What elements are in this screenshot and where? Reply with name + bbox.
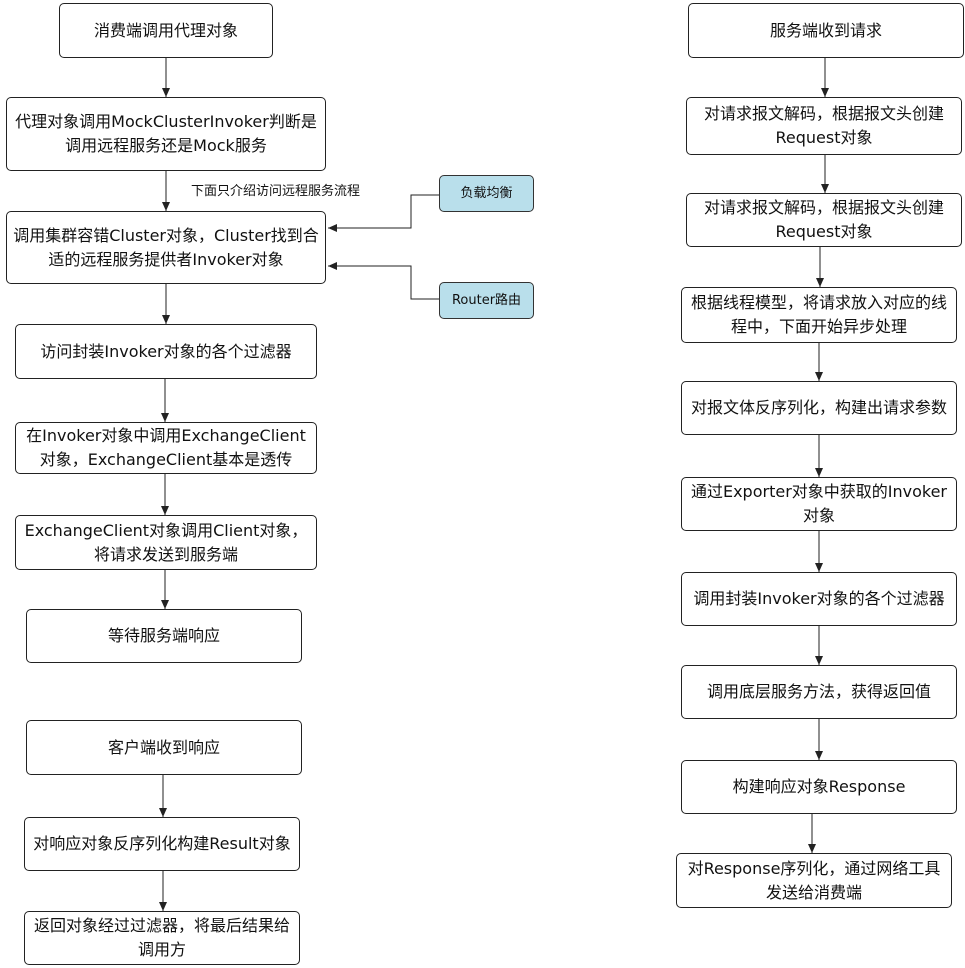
node-wait-server-response: 等待服务端响应 <box>26 609 302 663</box>
node-server-invoker-filters: 调用封装Invoker对象的各个过滤器 <box>681 572 957 626</box>
node-serialize-response-send: 对Response序列化，通过网络工具发送给消费端 <box>676 853 952 908</box>
edge-note-load-balance <box>328 194 439 232</box>
note-load-balance: 负载均衡 <box>439 175 534 212</box>
node-exchange-client-passthrough: 在Invoker对象中调用ExchangeClient对象，ExchangeCl… <box>15 422 317 474</box>
note-router: Router路由 <box>439 282 534 319</box>
edge-note-router <box>328 262 439 300</box>
node-invoke-service-method: 调用底层服务方法，获得返回值 <box>681 665 957 719</box>
node-cluster-fault-tolerance: 调用集群容错Cluster对象，Cluster找到合适的远程服务提供者Invok… <box>6 211 326 284</box>
node-deserialize-result: 对响应对象反序列化构建Result对象 <box>24 817 300 871</box>
node-decode-request-1: 对请求报文解码，根据报文头创建Request对象 <box>686 97 962 155</box>
node-client-send-request: ExchangeClient对象调用Client对象，将请求发送到服务端 <box>15 515 317 570</box>
node-decode-request-2: 对请求报文解码，根据报文头创建Request对象 <box>686 193 962 247</box>
node-invoker-filters: 访问封装Invoker对象的各个过滤器 <box>15 324 317 379</box>
node-client-receive-response: 客户端收到响应 <box>26 720 302 775</box>
node-mock-cluster-invoker: 代理对象调用MockClusterInvoker判断是调用远程服务还是Mock服… <box>6 97 326 171</box>
node-server-receive-request: 服务端收到请求 <box>688 3 964 58</box>
node-deserialize-params: 对报文体反序列化，构建出请求参数 <box>681 381 957 435</box>
node-consumer-call-proxy: 消费端调用代理对象 <box>59 3 273 58</box>
edge-label-remote-only: 下面只介绍访问远程服务流程 <box>191 184 361 199</box>
node-return-through-filters: 返回对象经过过滤器，将最后结果给调用方 <box>24 911 300 965</box>
node-exporter-get-invoker: 通过Exporter对象中获取的Invoker对象 <box>681 477 957 531</box>
node-thread-model-dispatch: 根据线程模型，将请求放入对应的线程中，下面开始异步处理 <box>681 287 957 343</box>
node-build-response: 构建响应对象Response <box>681 760 957 814</box>
